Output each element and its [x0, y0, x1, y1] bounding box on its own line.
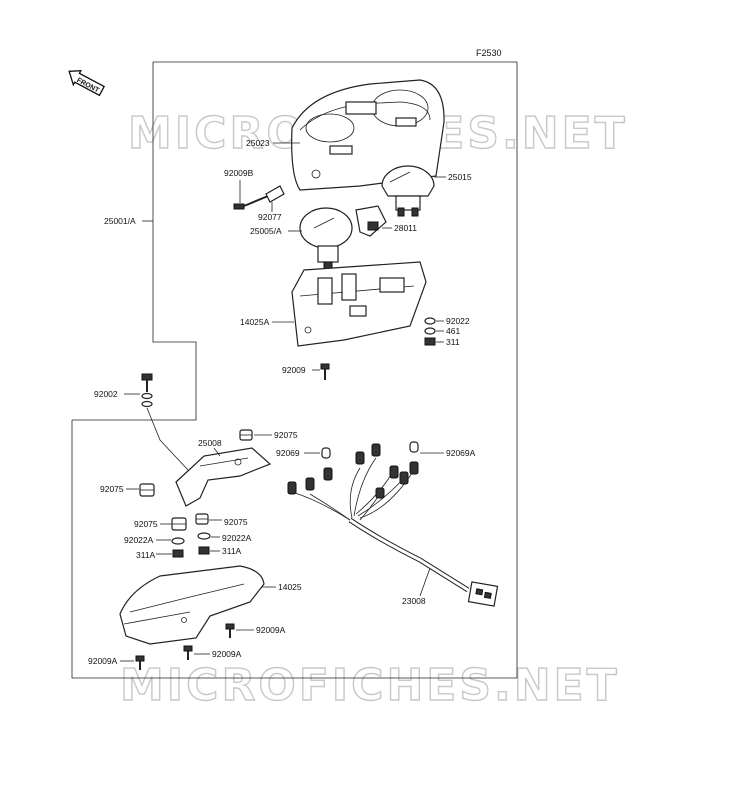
lower-cover-14025: [119, 565, 265, 645]
label-92009B: 92009B: [224, 168, 254, 178]
assembly-boundary-lower: [71, 420, 500, 679]
label-28011: 28011: [394, 223, 417, 233]
lower-case-14025A: [291, 261, 427, 347]
label-92009: 92009: [282, 365, 306, 375]
label-92075-top: 92075: [274, 430, 298, 440]
label-92075-left: 92075: [100, 484, 124, 494]
label-311: 311: [446, 337, 460, 347]
label-92077: 92077: [258, 212, 282, 222]
label-25008: 25008: [198, 438, 222, 448]
washer-92022A-left: [171, 537, 185, 545]
label-92022A-left: 92022A: [124, 535, 154, 545]
label-92009A-right: 92009A: [256, 625, 286, 635]
speedometer-25005A: [299, 207, 353, 273]
grommet-92075-right: [195, 513, 209, 525]
nut-311A-left: [172, 549, 184, 558]
label-92075-center: 92075: [134, 519, 158, 529]
label-92022A-right: 92022A: [222, 533, 252, 543]
label-92002: 92002: [94, 389, 118, 399]
label-92069A: 92069A: [446, 448, 476, 458]
grommet-92075-center: [171, 517, 187, 531]
screw-92009A-left: [135, 655, 145, 670]
washer-92022: [424, 317, 436, 325]
label-92009A-left: 92009A: [88, 656, 118, 666]
label-25001A: 25001/A: [104, 216, 136, 226]
label-23008: 23008: [402, 596, 426, 606]
nut-311: [424, 337, 436, 346]
washer-92022A-right: [197, 532, 211, 540]
label-92009A-mid: 92009A: [212, 649, 242, 659]
label-25023: 25023: [246, 138, 270, 148]
tachometer-25015: [381, 165, 435, 217]
screw-92009B: [233, 195, 269, 210]
diagram-code: F2530: [476, 48, 502, 58]
front-arrow-icon: FRONT: [68, 69, 106, 97]
washer-461: [424, 327, 436, 335]
bolt-92002: [141, 373, 153, 408]
grommet-92077: [265, 185, 285, 203]
label-25005A: 25005/A: [250, 226, 282, 236]
grommet-92075-left: [139, 483, 155, 497]
bracket-25008: [175, 447, 272, 507]
indicator-28011: [355, 205, 387, 237]
nut-311A-right: [198, 546, 210, 555]
watermark-bottom: MICROFICHES.NET: [120, 660, 620, 711]
label-311A-left: 311A: [136, 550, 156, 560]
screw-92009A-right: [225, 623, 235, 638]
screw-92009: [320, 363, 330, 380]
label-92022: 92022: [446, 316, 470, 326]
meter-case-25023: [291, 79, 445, 191]
assembly-boundary-upper: [72, 61, 518, 679]
label-92075-right: 92075: [224, 517, 248, 527]
label-25015: 25015: [448, 172, 472, 182]
screw-92009A-mid: [183, 645, 193, 660]
label-92069: 92069: [276, 448, 300, 458]
label-14025: 14025: [278, 582, 302, 592]
label-311A-right: 311A: [222, 546, 242, 556]
wiring-harness-23008: [287, 441, 499, 607]
label-14025A: 14025A: [240, 317, 270, 327]
label-461: 461: [446, 326, 460, 336]
grommet-92075-top: [239, 429, 253, 441]
